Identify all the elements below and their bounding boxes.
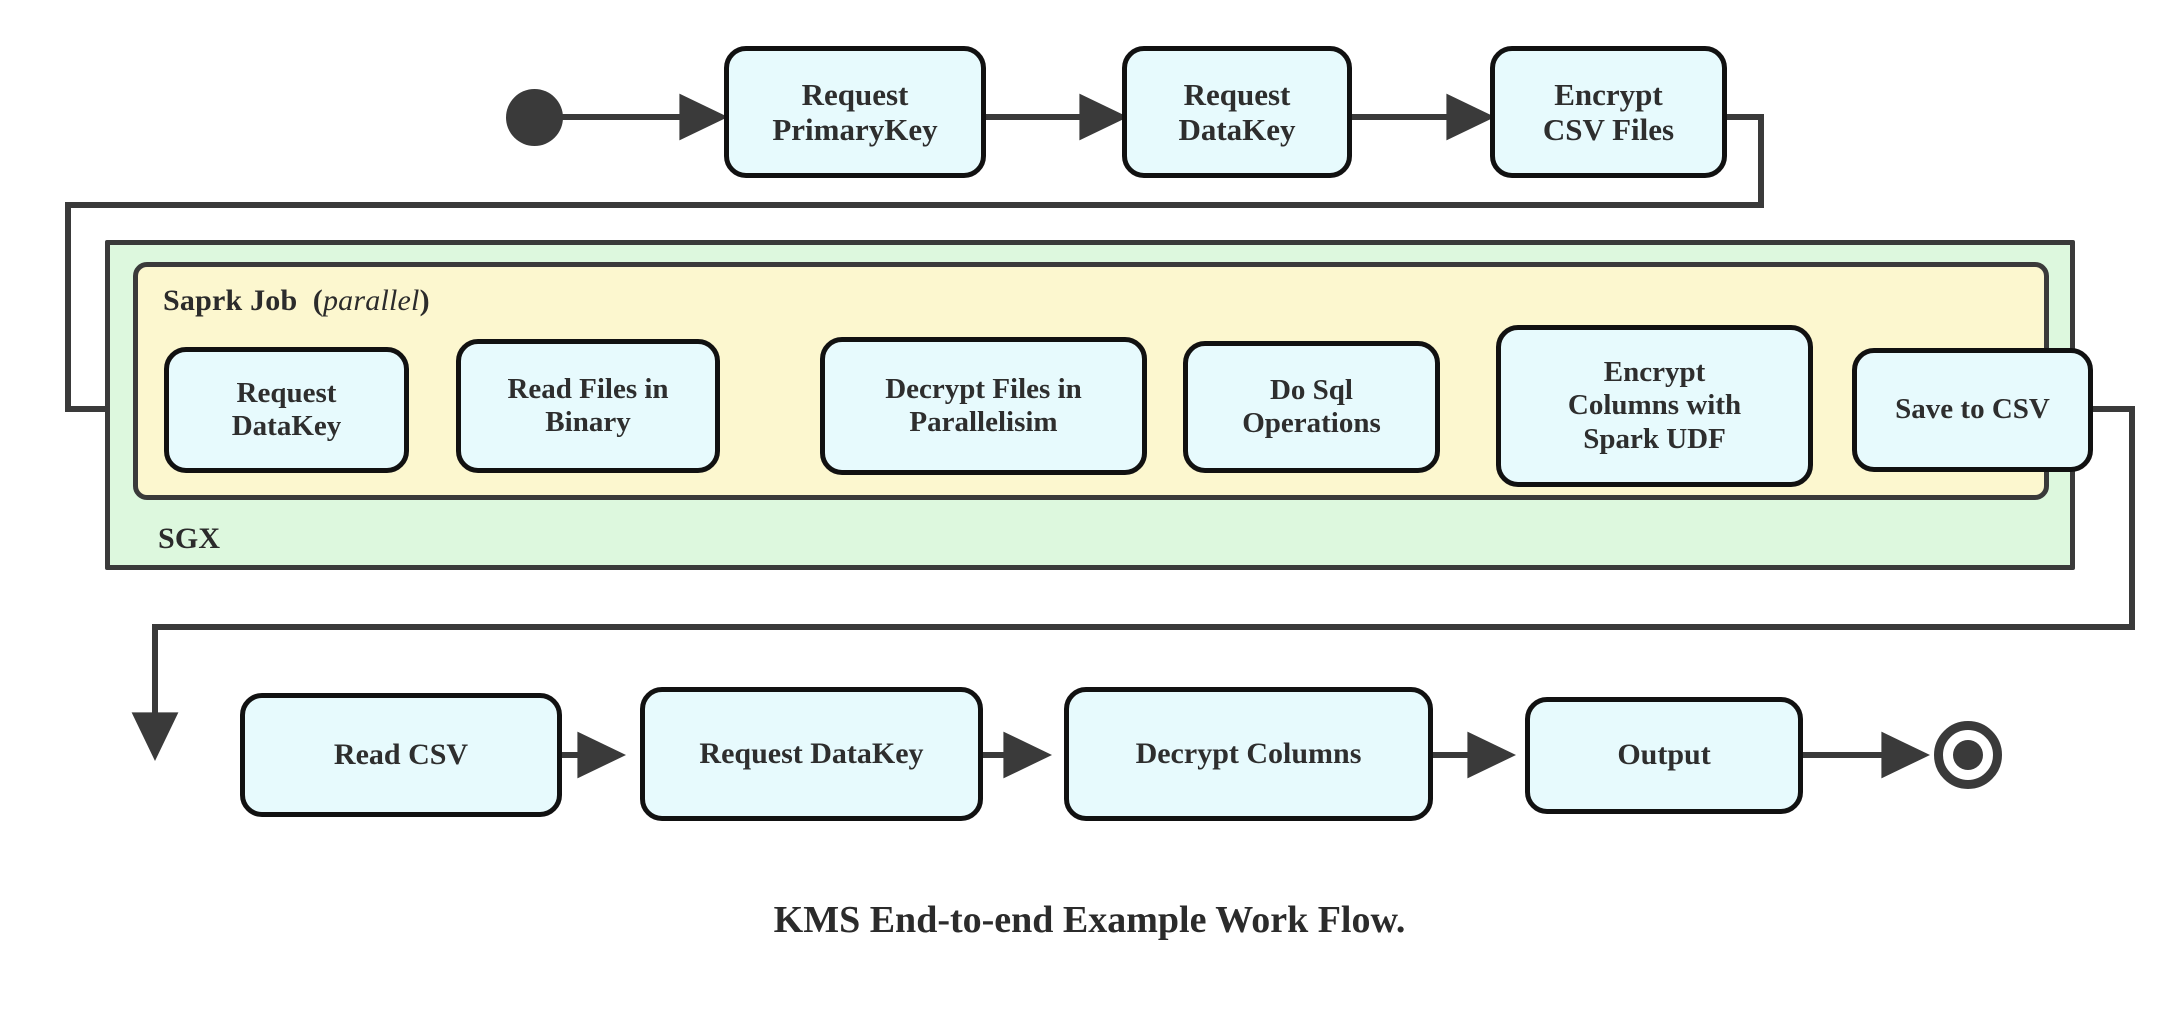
node-do-sql-operations[interactable]: Do Sql Operations [1183,341,1440,473]
node-request-datakey-top[interactable]: Request DataKey [1122,46,1352,178]
spark-job-title: Saprk Job [163,284,298,317]
spark-job-paren-close: ) [419,284,430,317]
start-state-dot [506,89,563,146]
diagram-caption: KMS End-to-end Example Work Flow. [773,899,1406,941]
node-read-files-in-binary[interactable]: Read Files in Binary [456,339,720,473]
node-request-primarykey[interactable]: Request PrimaryKey [724,46,986,178]
node-decrypt-columns[interactable]: Decrypt Columns [1064,687,1433,821]
node-read-csv[interactable]: Read CSV [240,693,562,817]
container-spark-job-label: Saprk Job (parallel) [163,284,430,318]
final-state-core [1953,740,1983,770]
container-sgx-label: SGX [158,522,221,555]
node-encrypt-csv-files[interactable]: Encrypt CSV Files [1490,46,1727,178]
node-encrypt-columns-with-spark-udf[interactable]: Encrypt Columns with Spark UDF [1496,325,1813,487]
node-request-datakey-spark[interactable]: Request DataKey [164,347,409,473]
spark-job-modifier: parallel [322,284,420,317]
node-save-to-csv[interactable]: Save to CSV [1852,348,2093,472]
node-decrypt-files-in-parallelisim[interactable]: Decrypt Files in Parallelisim [820,337,1147,475]
spark-job-paren-open: ( [312,284,323,317]
node-output[interactable]: Output [1525,697,1803,814]
node-request-datakey-bottom[interactable]: Request DataKey [640,687,983,821]
